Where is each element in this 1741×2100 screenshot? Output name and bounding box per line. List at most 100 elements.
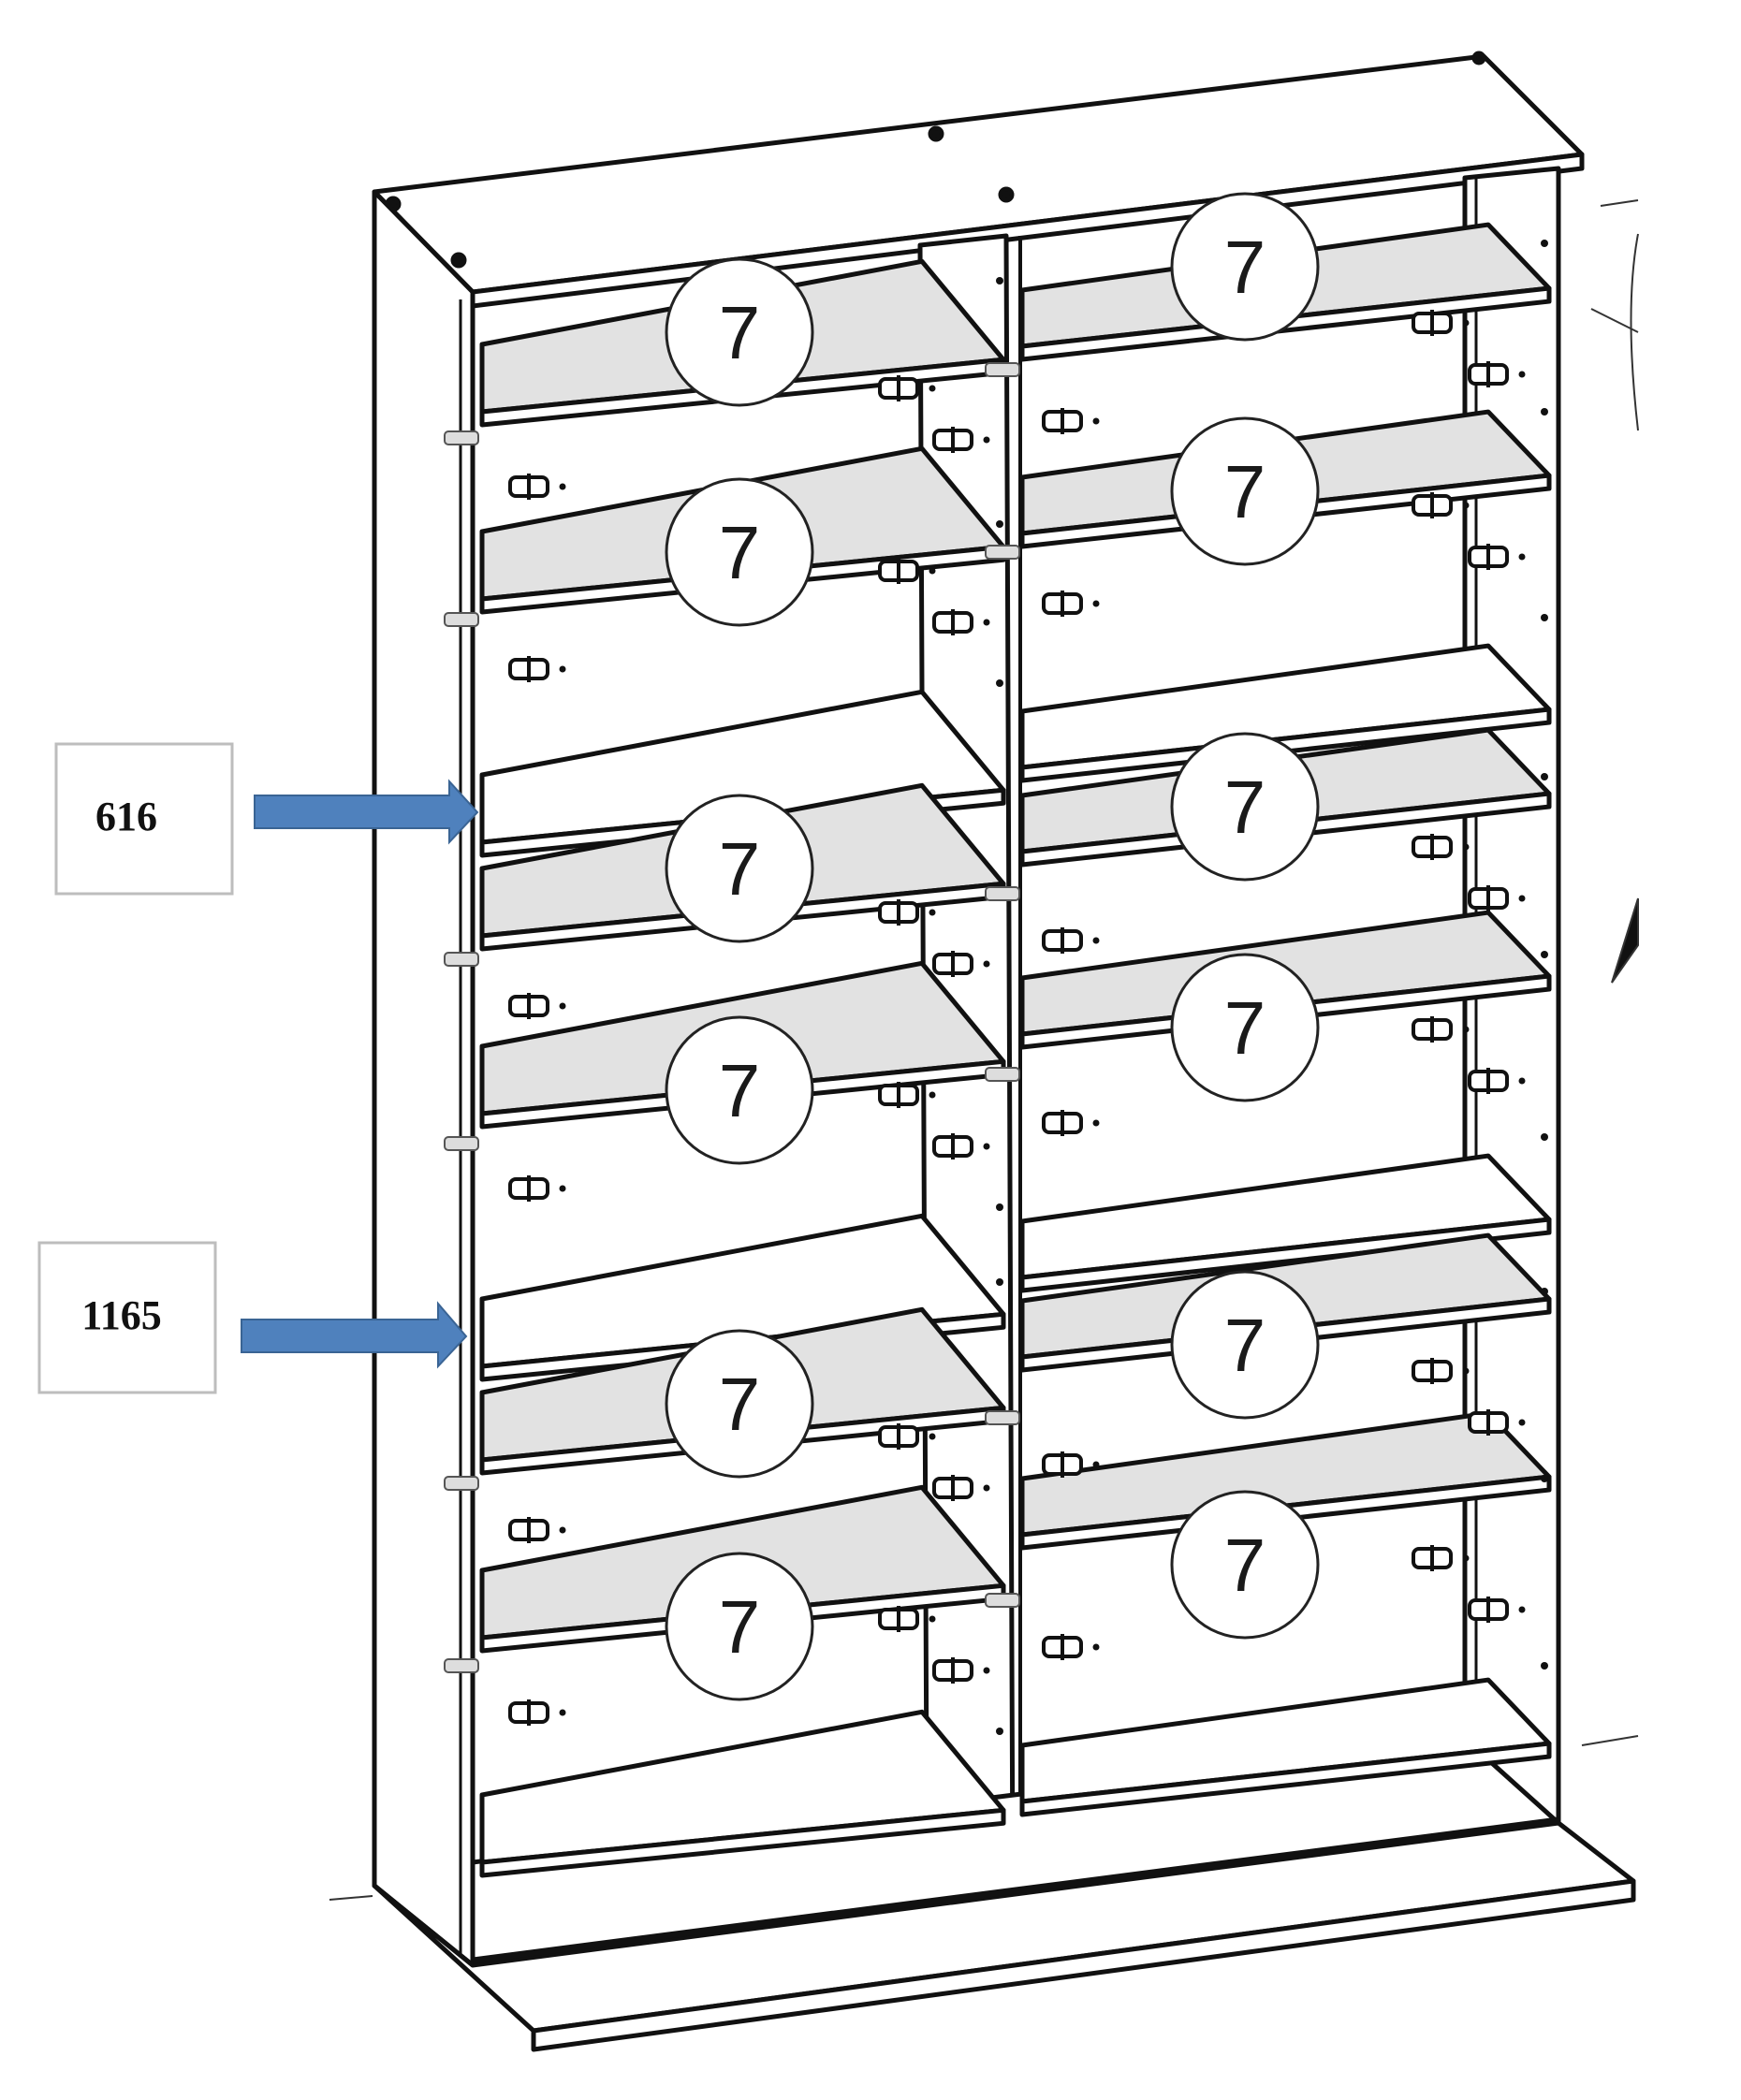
pin-divider-2 [932,427,990,453]
pin-left-wall-5 [508,1517,566,1543]
part-number-label: 7 [1224,986,1266,1070]
peg-5 [444,1476,479,1491]
pin-left-wall-3 [508,993,566,1019]
drill-hole-divider-4 [996,1203,1003,1211]
peg-4 [444,1136,479,1151]
pin-right-14 [1468,1068,1526,1094]
part-number-label: 7 [1224,766,1266,849]
part-number-label: 7 [1224,1304,1266,1387]
drill-hole-right-3 [1541,614,1548,621]
drill-hole-divider-6 [996,1728,1003,1735]
peg-7 [985,362,1020,377]
part-badge-1: 7 [665,257,814,407]
part-number-label: 7 [719,1585,761,1669]
base-plinth [372,1736,1636,2052]
pin-right-10 [1468,544,1526,570]
peg-9 [985,886,1020,901]
peg-6 [444,1658,479,1673]
part-badge-12: 7 [1170,1490,1320,1640]
part-number-label: 7 [1224,1524,1266,1607]
pin-divider-12 [932,1657,990,1684]
pin-left-wall-2 [508,656,566,682]
svg-text:616: 616 [95,794,157,839]
pin-right-4 [1042,1110,1100,1136]
peg-3 [444,952,479,967]
part-badge-5: 7 [665,794,814,943]
dimension-label-616: 616 [54,742,234,896]
peg-8 [985,545,1020,560]
pin-right-2 [1042,591,1100,617]
shelf-support-pins [444,240,1548,1735]
part-number-label: 7 [719,291,761,374]
drill-hole-right-1 [1541,240,1548,247]
drill-hole-right-7 [1541,1288,1548,1295]
drill-hole-divider-5 [996,1278,1003,1286]
part-number-label: 7 [719,827,761,911]
pin-right-13 [1412,1016,1470,1043]
pin-right-11 [1412,834,1470,860]
pin-divider-3 [878,558,936,584]
part-number-label: 7 [719,1363,761,1446]
pin-divider-11 [878,1606,936,1632]
shelf-right-9-edge [1019,1741,1552,1817]
drill-hole-right-6 [1541,1133,1548,1141]
pin-right-8 [1468,361,1526,387]
peg-12 [985,1593,1020,1608]
part-badge-9: 7 [665,1329,814,1479]
part-badge-11: 7 [665,1552,814,1701]
shelf-right-6-edge [1019,1217,1552,1293]
part-number-label: 7 [1224,450,1266,533]
part-number-label: 7 [719,511,761,594]
drill-hole-right-9 [1541,1662,1548,1670]
pin-right-17 [1412,1545,1470,1571]
pin-right-1 [1042,408,1100,434]
drill-hole-divider-2 [996,520,1003,528]
pin-divider-1 [878,375,936,401]
part-badge-6: 7 [1170,732,1320,882]
pin-right-12 [1468,885,1526,911]
part-badge-7: 7 [665,1015,814,1165]
part-badge-10: 7 [1170,1270,1320,1420]
pin-divider-5 [878,899,936,926]
drill-hole-right-4 [1541,773,1548,780]
arrow-616 [254,779,479,845]
pin-divider-10 [932,1475,990,1501]
pin-right-3 [1042,927,1100,954]
part-number-label: 7 [1224,226,1266,309]
part-badges: 7 7 7 7 7 7 7 7 7 7 7 7 [665,192,1320,1701]
background-construction-lines [329,199,1639,1901]
drill-hole-right-8 [1541,1475,1548,1482]
pin-left-wall-4 [508,1175,566,1202]
drill-hole-right-2 [1541,408,1548,416]
pin-divider-7 [878,1082,936,1108]
pin-right-5 [1042,1451,1100,1478]
pin-divider-8 [932,1133,990,1159]
peg-1 [444,430,479,445]
peg-2 [444,612,479,627]
part-badge-3: 7 [665,477,814,627]
drill-hole-divider-3 [996,679,1003,687]
pin-divider-6 [932,951,990,977]
pin-divider-4 [932,609,990,635]
part-badge-2: 7 [1170,192,1320,342]
pin-right-7 [1412,310,1470,336]
left-side-panel [372,189,475,1968]
pin-right-16 [1468,1409,1526,1436]
pin-right-15 [1412,1358,1470,1384]
svg-text:1165: 1165 [81,1292,162,1338]
peg-10 [985,1067,1020,1082]
part-number-label: 7 [719,1049,761,1132]
peg-11 [985,1410,1020,1425]
drill-hole-right-5 [1541,951,1548,958]
pin-right-9 [1412,492,1470,518]
pin-right-18 [1468,1597,1526,1623]
dimension-label-1165: 1165 [37,1241,217,1394]
pin-left-wall-6 [508,1699,566,1726]
arrow-1165 [241,1301,468,1369]
pin-right-6 [1042,1634,1100,1660]
shelf-left-9-edge [479,1807,1006,1878]
pin-divider-9 [878,1423,936,1450]
drill-hole-divider-1 [996,277,1003,284]
part-badge-8: 7 [1170,953,1320,1102]
